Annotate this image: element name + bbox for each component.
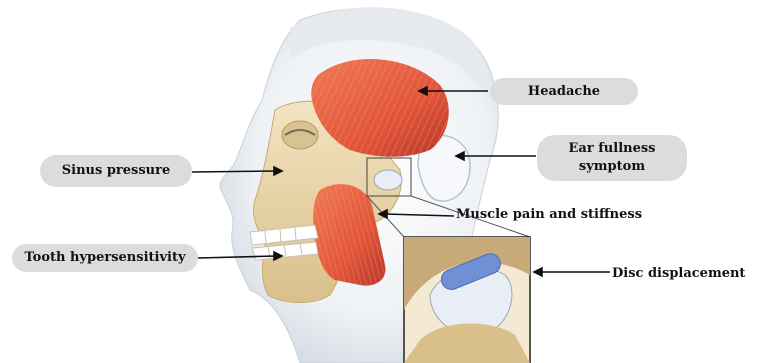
ear-fullness-text-line2: symptom <box>569 158 656 176</box>
eye-socket <box>282 121 318 149</box>
ear-fullness-label: Ear fullness symptom <box>537 135 687 181</box>
headache-label: Headache <box>490 78 638 105</box>
tooth-hypersensitivity-text: Tooth hypersensitivity <box>24 249 185 267</box>
disc-inset <box>404 237 530 363</box>
sinus-pressure-label: Sinus pressure <box>40 155 192 187</box>
disc-displacement-text: Disc displacement <box>612 266 745 281</box>
muscle-pain-text: Muscle pain and stiffness <box>456 207 642 222</box>
sinus-pressure-text: Sinus pressure <box>62 162 171 180</box>
tooth-hypersensitivity-label: Tooth hypersensitivity <box>12 244 198 272</box>
disc-displacement-label: Disc displacement <box>612 258 758 288</box>
ear-fullness-text-line1: Ear fullness <box>569 140 656 158</box>
muscle-pain-label: Muscle pain and stiffness <box>456 207 642 222</box>
headache-text: Headache <box>528 83 600 101</box>
